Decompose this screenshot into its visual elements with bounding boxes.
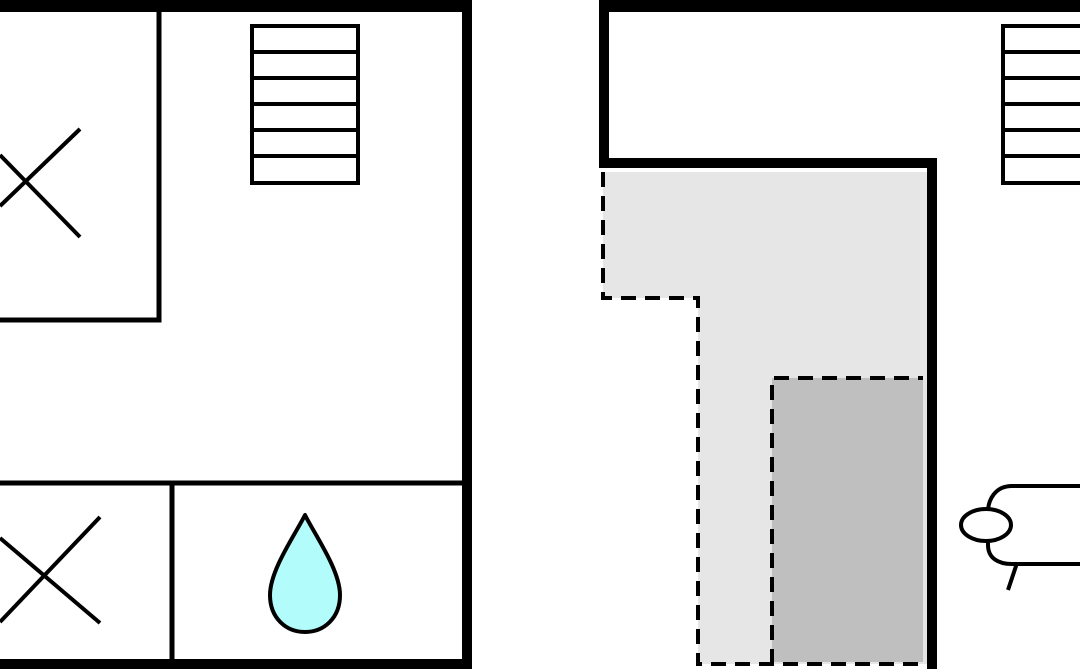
staircase-icon — [250, 24, 360, 185]
dark-area-dashed-outline — [770, 376, 923, 664]
cross-icon — [0, 515, 102, 625]
water-drop-icon — [268, 513, 342, 634]
left-plan-background — [0, 0, 470, 669]
light-area-dashed-outline — [601, 172, 930, 666]
dark-gray-area — [772, 378, 923, 662]
right-floor-plan — [599, 0, 1080, 669]
sofa-icon — [959, 484, 1080, 591]
left-floor-plan — [0, 0, 472, 669]
upper-left-room-walls — [0, 12, 162, 323]
right-plan-inner-wall — [599, 0, 937, 669]
cross-icon — [0, 127, 82, 239]
staircase-icon — [1001, 24, 1080, 185]
